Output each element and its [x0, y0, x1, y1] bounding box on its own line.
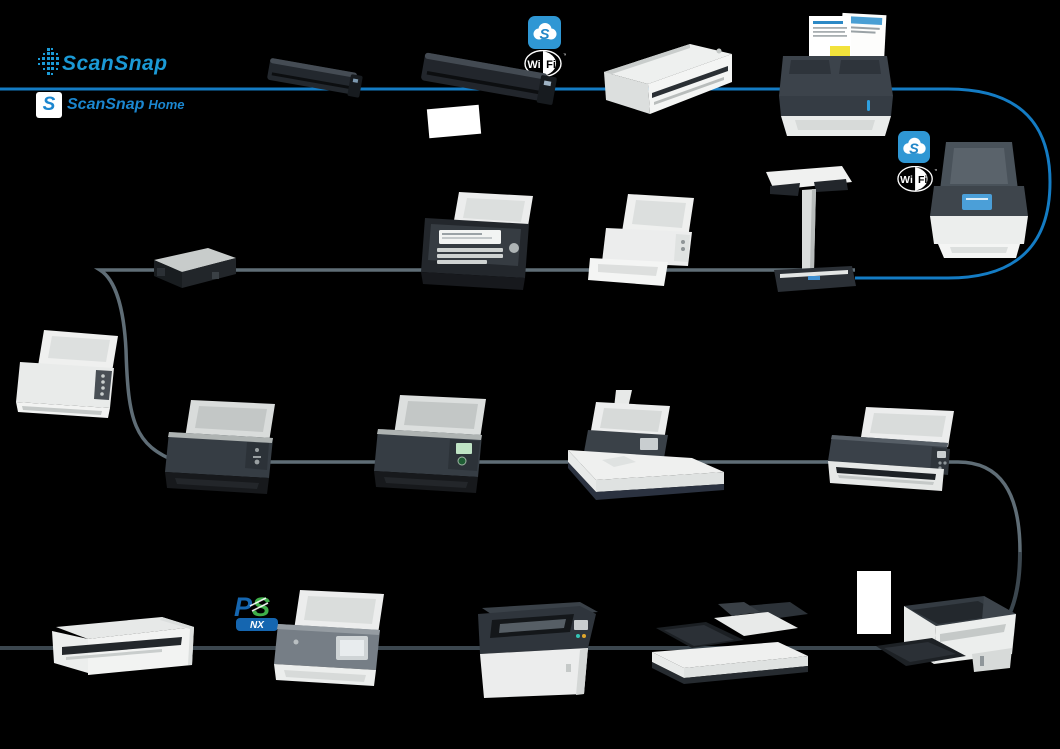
paperstream-nx-logo: P S NX: [232, 592, 280, 632]
fi-series-line: [93, 268, 1022, 553]
cloud-letter: S: [909, 141, 919, 157]
charcoal-adf-scanner-lcd: [372, 393, 494, 500]
wifi-tm: ™: [934, 169, 937, 175]
compact-desktop-scanner: [598, 38, 738, 124]
scansnap-cloud-icon: S: [898, 131, 930, 163]
scansnap-cloud-icon: S: [528, 16, 561, 49]
scansnap-home-suffix: Home: [148, 97, 185, 112]
scansnap-dots-icon: [38, 48, 62, 76]
scansnap-home-name: ScanSnap: [67, 96, 145, 113]
wifi-wi: Wi: [527, 59, 540, 71]
paper-card: [857, 571, 891, 634]
scansnap-home-icon: S: [36, 92, 62, 118]
wifi-icon: Wi Fi ™: [524, 49, 568, 78]
stick-scanner-wifi: [417, 40, 564, 116]
wifi-wi: Wi: [900, 175, 913, 186]
ps-letter-p: P: [234, 592, 253, 622]
production-flatbed-scanner: [648, 600, 812, 688]
desktop-adf-scanner-with-documents: [775, 12, 897, 140]
heavy-duty-production-scanner: [876, 592, 1020, 684]
wifi-tm: ™: [563, 53, 566, 59]
nx-label: NX: [250, 620, 265, 631]
scansnap-series-line: [0, 87, 1052, 280]
touchscreen-network-adf-scanner: [274, 590, 390, 692]
network-scanner-keyboard: [417, 192, 545, 298]
production-scanner: [470, 598, 604, 700]
small-flatbed-scanner: [142, 246, 242, 292]
overhead-book-scanner: [756, 158, 864, 296]
touchscreen-desktop-scanner: [924, 138, 1036, 262]
wifi-icon: Wi Fi ™: [897, 165, 939, 192]
white-adf-scanner-compact: [14, 328, 129, 424]
wifi-fi: Fi: [546, 59, 556, 71]
flatbed-adf-combo-scanner: [566, 388, 726, 506]
compact-wand-scanner: [42, 613, 204, 685]
wide-adf-scanner: [828, 407, 960, 499]
paper-sheet: [426, 104, 482, 139]
charcoal-adf-scanner: [163, 398, 285, 500]
stick-scanner-compact: [263, 48, 369, 107]
cloud-letter: S: [539, 26, 549, 43]
scansnap-wordmark: ScanSnap: [62, 52, 168, 75]
wifi-fi: Fi: [918, 175, 927, 186]
white-adf-scanner: [588, 192, 714, 294]
